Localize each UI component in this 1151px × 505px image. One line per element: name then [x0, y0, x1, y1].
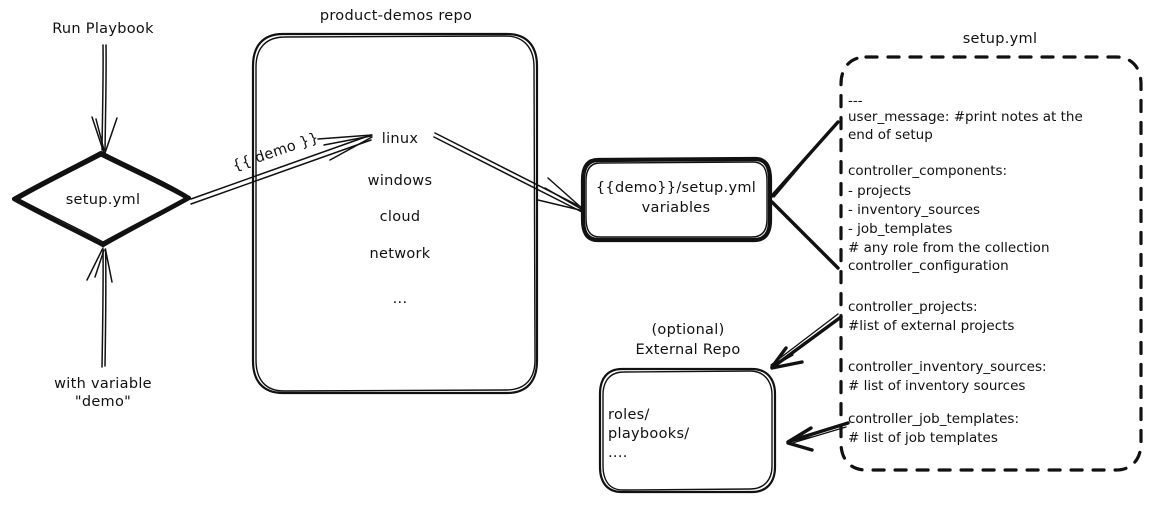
node-demo-setup-variables-box[interactable] — [580, 156, 773, 243]
panel-line-9: controller_configuration — [848, 258, 1009, 274]
label-setup-yml-panel-title: setup.yml — [963, 31, 1038, 47]
panel-line-1: user_message: #print notes at the — [848, 109, 1083, 125]
panel-line-5: - projects — [848, 183, 911, 199]
node-product-demos-repo-box[interactable] — [251, 32, 539, 395]
edge-setup-to-linux — [190, 134, 373, 205]
edge-linux-to-variables-box — [433, 132, 585, 213]
panel-line-8: # any role from the collection — [848, 240, 1050, 256]
panel-line-2: end of setup — [848, 127, 933, 143]
panel-line-14: controller_inventory_sources: — [848, 359, 1047, 375]
panel-line-18: # list of job templates — [848, 430, 998, 446]
node-setup-yml-dashed-panel[interactable] — [839, 55, 1143, 472]
external-repo-item-roles: roles/ — [608, 407, 650, 423]
panel-line-4: controller_components: — [848, 163, 1007, 179]
edge-with-variable-to-setup — [86, 247, 113, 368]
repo-item-linux: linux — [382, 131, 419, 147]
label-run-playbook: Run Playbook — [52, 21, 154, 37]
label-external-repo-line2: External Repo — [635, 342, 740, 358]
panel-line-15: # list of inventory sources — [848, 378, 1025, 394]
label-external-repo-line1: (optional) — [651, 322, 724, 338]
external-repo-item-ellipsis: .... — [608, 445, 628, 461]
edge-panel-to-variables-box — [770, 120, 840, 270]
node-setup-yml-diamond[interactable] — [11, 150, 192, 248]
label-with-variable-line1: with variable — [54, 376, 152, 392]
repo-item-cloud: cloud — [380, 209, 421, 225]
label-variables-box-line1: {{demo}}/setup.yml — [596, 180, 756, 196]
edge-controller-projects-to-external-repo — [770, 313, 843, 370]
edge-controller-job-templates-to-external-repo — [786, 421, 850, 452]
panel-line-7: - job_templates — [848, 221, 952, 237]
external-repo-item-playbooks: playbooks/ — [608, 426, 689, 442]
label-with-variable-line2: "demo" — [75, 394, 131, 410]
edge-run-playbook-to-setup — [91, 44, 118, 154]
repo-item-ellipsis: ... — [393, 291, 408, 307]
node-external-repo-box[interactable] — [598, 367, 777, 494]
label-repo-title: product-demos repo — [320, 8, 472, 24]
label-variables-box-line2: variables — [642, 200, 711, 216]
label-setup-yml-diamond: setup.yml — [66, 192, 141, 208]
panel-line-11: controller_projects: — [848, 299, 978, 315]
panel-line-0: --- — [848, 93, 863, 109]
repo-item-network: network — [370, 246, 431, 262]
panel-line-6: - inventory_sources — [848, 202, 980, 218]
panel-line-12: #list of external projects — [848, 318, 1014, 334]
panel-line-17: controller_job_templates: — [848, 411, 1019, 427]
edge-label-demo-var: {{ demo }} — [230, 130, 321, 175]
repo-item-windows: windows — [368, 173, 433, 189]
